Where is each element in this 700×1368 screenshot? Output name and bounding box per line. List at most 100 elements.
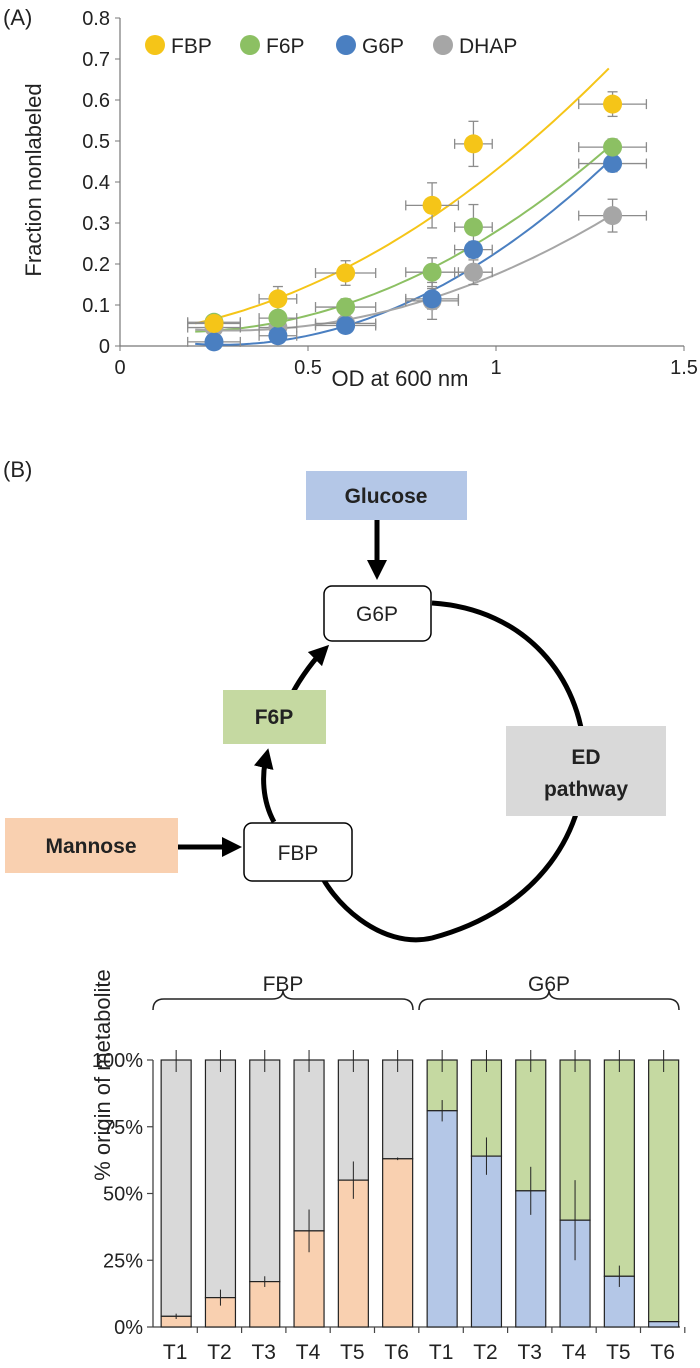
fit-curve-fbp — [194, 67, 610, 325]
data-point-g6p — [422, 289, 442, 309]
data-point-g6p — [463, 240, 483, 260]
scatter-x-tick-label: 1.5 — [670, 357, 698, 379]
data-point-g6p — [204, 332, 224, 352]
bar-bottom-g6p — [559, 1219, 591, 1328]
legend-label-g6p: G6P — [362, 35, 404, 58]
bar-category-label: T1 — [163, 1341, 188, 1364]
bar-category-label: T2 — [207, 1341, 232, 1364]
scatter-y-tick-label: 0.7 — [82, 49, 110, 71]
scatter-y-tick-label: 0.2 — [82, 254, 110, 276]
bar-category-label: T3 — [251, 1341, 276, 1364]
data-point-fbp — [204, 313, 224, 333]
bar-category-label: T2 — [473, 1341, 498, 1364]
bar-category-label: T1 — [429, 1341, 454, 1364]
f6p-label: F6P — [255, 706, 294, 729]
data-point-f6p — [268, 308, 288, 328]
data-point-f6p — [463, 217, 483, 237]
bar-y-tick-label: 25% — [103, 1250, 143, 1272]
bar-bottom-fbp — [382, 1158, 414, 1328]
bar-group-label-g6p: G6P — [528, 973, 570, 996]
data-point-g6p — [336, 316, 356, 335]
ed-cycle-arrow — [312, 600, 587, 943]
legend-marker-g6p — [336, 35, 356, 55]
data-point-fbp — [603, 94, 623, 114]
bar-y-axis-title: % origin of metabolite — [90, 969, 115, 1181]
bar-bottom-g6p — [648, 1321, 680, 1328]
bar-bottom-g6p — [426, 1110, 458, 1328]
g6p-label: G6P — [356, 603, 398, 626]
fbp-label: FBP — [278, 842, 319, 865]
data-point-f6p — [603, 137, 623, 157]
fbp-node — [243, 822, 353, 882]
bar-top-fbp — [382, 1059, 414, 1160]
mannose-box — [5, 818, 178, 873]
bar-group-label-fbp: FBP — [263, 973, 304, 996]
bracket-fbp — [152, 989, 414, 1011]
legend-marker-f6p — [240, 35, 260, 55]
mannose-label: Mannose — [45, 835, 136, 858]
bar-category-label: T5 — [606, 1341, 631, 1364]
data-point-fbp — [422, 195, 442, 215]
scatter-x-tick-label: 1 — [490, 357, 501, 379]
bar-y-tick-label: 0% — [114, 1317, 143, 1339]
data-point-fbp — [268, 289, 288, 309]
glucose-box — [306, 471, 467, 520]
ed-pathway-label-1: ED — [571, 746, 600, 769]
bar-category-label: T4 — [562, 1341, 587, 1364]
bar-category-label: T3 — [517, 1341, 542, 1364]
bar-y-tick-label: 75% — [103, 1117, 143, 1139]
scatter-y-tick-label: 0 — [99, 336, 110, 358]
ed-pathway-label-2: pathway — [544, 778, 628, 801]
legend-marker-fbp — [145, 35, 165, 55]
fit-curve-g6p — [195, 160, 610, 346]
panel-label-a: (A) — [3, 5, 32, 30]
bar-bottom-fbp — [249, 1281, 281, 1328]
scatter-y-tick-label: 0.1 — [82, 295, 110, 317]
legend-marker-dhap — [433, 35, 453, 55]
data-point-fbp — [463, 134, 483, 154]
fit-curve-dhap — [195, 215, 610, 332]
data-point-g6p — [268, 326, 288, 346]
bar-category-label: T6 — [384, 1341, 409, 1364]
data-point-fbp — [336, 263, 356, 283]
legend-label-f6p: F6P — [266, 35, 305, 58]
scatter-y-tick-label: 0.3 — [82, 213, 110, 235]
g6p-node — [323, 585, 432, 642]
bar-category-label: T4 — [296, 1341, 321, 1364]
bar-y-tick-label: 50% — [103, 1184, 143, 1206]
ed-pathway-box — [506, 726, 666, 816]
bar-category-label: T5 — [340, 1341, 365, 1364]
bar-top-g6p — [603, 1059, 635, 1277]
fbp-to-f6p-arrow — [253, 748, 277, 824]
f6p-box — [223, 690, 326, 744]
glucose-label: Glucose — [345, 485, 428, 508]
fit-curve-f6p — [195, 146, 610, 333]
legend-label-fbp: FBP — [171, 35, 212, 58]
scatter-y-tick-label: 0.8 — [82, 8, 110, 30]
bar-top-fbp — [160, 1059, 192, 1317]
bracket-g6p — [418, 989, 680, 1011]
bar-top-fbp — [204, 1059, 237, 1299]
panel-label-b: (B) — [3, 457, 32, 482]
data-point-g6p — [603, 154, 623, 174]
data-point-f6p — [422, 262, 442, 282]
bar-y-tick-label: 100% — [92, 1050, 143, 1072]
data-point-dhap — [463, 262, 483, 282]
pathway-diagram: Glucose G6P F6P ED pathway Mannose FBP — [5, 471, 666, 943]
scatter-x-axis-title: OD at 600 nm — [332, 366, 469, 391]
scatter-y-tick-label: 0.4 — [82, 172, 110, 194]
bar-top-fbp — [337, 1059, 369, 1181]
bar-category-label: T6 — [650, 1341, 675, 1364]
bar-top-g6p — [648, 1059, 680, 1323]
bar-top-fbp — [249, 1059, 281, 1283]
scatter-y-tick-label: 0.5 — [82, 131, 110, 153]
data-point-f6p — [336, 297, 356, 317]
data-point-dhap — [603, 206, 623, 226]
bar-bottom-fbp — [337, 1179, 369, 1328]
scatter-x-tick-label: 0 — [114, 357, 125, 379]
scatter-y-tick-label: 0.6 — [82, 90, 110, 112]
scatter-y-axis-title: Fraction nonlabeled — [21, 83, 46, 276]
bar-bottom-g6p — [470, 1155, 503, 1328]
